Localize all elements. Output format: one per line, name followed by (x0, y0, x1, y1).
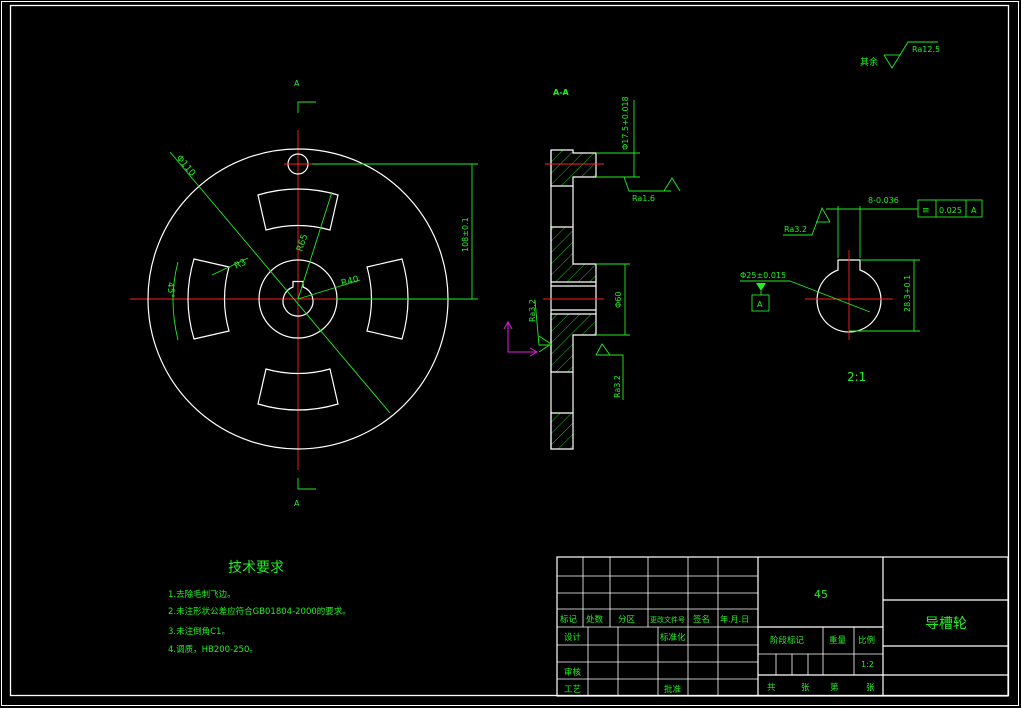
slot-left (187, 258, 230, 340)
detail-view: 8-0.036 ≡ 0.025 A Ra3.2 Φ25±0.015 A 28.3… (740, 196, 983, 384)
ra32-detail-label: Ra3.2 (784, 225, 807, 234)
tb-scale-value: 1:2 (861, 660, 874, 669)
tech-item-1: 1.去除毛刺飞边。 (168, 589, 236, 600)
tech-requirements: 技术要求 1.去除毛刺飞边。 2.未注形状公差应符合GB01804-2000的要… (168, 560, 351, 655)
dim-phi60: Φ60 (614, 292, 623, 308)
ra32-left-label: Ra3.2 (528, 299, 537, 322)
tb-header-date: 年.月.日 (720, 614, 749, 624)
ucs-icon (507, 323, 536, 353)
front-view: Φ110 R65 R40 R3 45° 108±0.1 A A (130, 79, 478, 508)
rest-label: 其余 (860, 56, 878, 68)
dim-phi25: Φ25±0.015 (740, 271, 786, 280)
tb-header-count: 处数 (586, 614, 604, 625)
general-roughness: 其余 Ra12.5 (860, 41, 940, 69)
section-hatch-mid-upper (551, 227, 596, 282)
datum-ref: A (971, 206, 977, 215)
tb-process: 工艺 (564, 685, 581, 695)
dim-phi17: Φ17.5+0.018 (621, 96, 630, 150)
tb-sheets-2: 张 (866, 683, 875, 693)
tb-approve: 批准 (664, 684, 682, 695)
detail-scale: 2:1 (847, 370, 866, 384)
section-view: A-A Φ17.5+0.018 Ra1.6 Φ60 (503, 88, 681, 450)
dim-keyway-width: 8-0.036 (868, 196, 899, 205)
section-hatch-bottom (551, 413, 573, 449)
symmetry-icon: ≡ (922, 206, 930, 216)
tb-header-doc: 更改文件号 (650, 615, 685, 624)
tech-title: 技术要求 (228, 560, 284, 576)
tb-header-sign: 签名 (693, 614, 710, 625)
slot-bottom (257, 368, 339, 411)
section-title: A-A (553, 88, 570, 97)
tb-header-mark: 标记 (560, 614, 578, 625)
title-block: 标记 处数 分区 更改文件号 签名 年.月.日 设计 标准化 审核 工艺 批准 … (556, 556, 1009, 697)
ra32-bottom-label: Ra3.2 (613, 375, 622, 398)
dim-angle45: 45° (165, 282, 175, 298)
tolerance-frame (917, 199, 983, 218)
dim-phi110-line (169, 151, 391, 414)
tech-item-3: 3.未注倒角C1。 (168, 626, 230, 637)
tb-scale-label: 比例 (858, 635, 875, 646)
tb-design: 设计 (564, 632, 582, 643)
tb-weight: 重量 (829, 635, 847, 646)
dim-108: 108±0.1 (461, 217, 470, 252)
tb-stage-mark: 阶段标记 (770, 635, 805, 646)
dim-r40: R40 (340, 275, 360, 289)
tech-item-4: 4.调质，HB200-250。 (168, 644, 258, 655)
dim-28: 28.3+0.1 (903, 275, 912, 312)
ra125-label: Ra12.5 (912, 45, 940, 54)
tb-page: 第 (830, 682, 839, 693)
tb-part-name: 导槽轮 (925, 616, 967, 632)
tech-item-2: 2.未注形状公差应符合GB01804-2000的要求。 (168, 606, 351, 617)
section-marker-top (297, 101, 316, 113)
slot-right (366, 258, 409, 340)
datum-box (751, 294, 770, 312)
section-label-bottom: A (294, 499, 300, 508)
slot-top (257, 188, 339, 231)
dim-r3: R3 (233, 258, 248, 272)
tb-header-zone: 分区 (618, 615, 636, 625)
bore-keyway (282, 280, 314, 317)
section-marker-bottom (297, 478, 316, 490)
section-label-top: A (294, 79, 300, 88)
tb-total: 共 (767, 683, 776, 693)
tb-standardization: 标准化 (660, 632, 686, 643)
tb-review: 审核 (564, 667, 582, 678)
datum-box-label: A (757, 300, 763, 309)
tb-sheets-1: 张 (801, 683, 810, 693)
ra16-label: Ra1.6 (632, 194, 655, 203)
section-hatch-mid-lower (551, 314, 596, 372)
tolerance-value: 0.025 (939, 206, 962, 215)
tb-material: 45 (814, 588, 828, 601)
inner-frame (9, 4, 1010, 697)
dim-phi110: Φ110 (174, 154, 197, 179)
